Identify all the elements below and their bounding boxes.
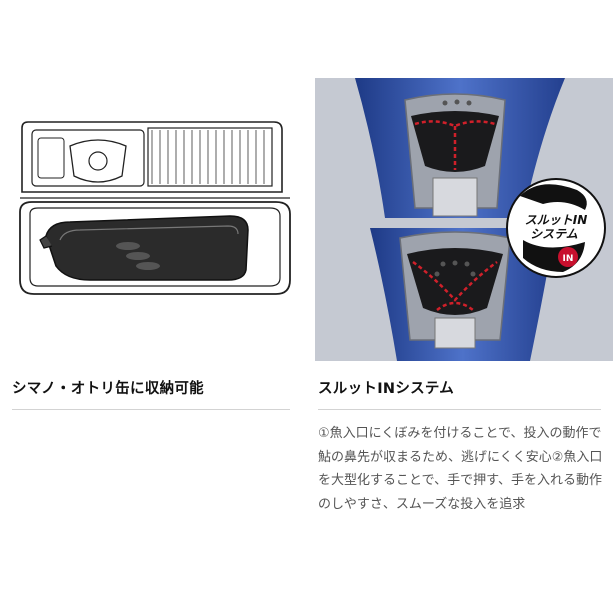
left-section-heading: シマノ・オトリ缶に収納可能 [12, 381, 204, 397]
right-section-description: ①魚入口にくぼみを付けることで、投入の動作で鮎の鼻先が収まるため、逃げにくく安心… [318, 426, 603, 512]
badge-line2: システム [530, 227, 578, 241]
badge-mark: IN [563, 254, 574, 264]
lid-grill [151, 130, 265, 184]
cooler-box-drawing [19, 121, 291, 295]
product-photo: IN スルットIN システム [315, 78, 613, 361]
right-divider [318, 409, 601, 410]
cooler-box-illustration [0, 80, 300, 310]
slut-in-badge: IN スルットIN システム [506, 178, 606, 278]
product-photo-drawing: IN スルットIN システム [315, 78, 613, 361]
lid-bottom-view [370, 228, 555, 361]
right-section-heading: スルットINシステム [318, 381, 455, 397]
otori-can [39, 215, 249, 281]
lid-top-view [355, 78, 565, 218]
badge-line1: スルットIN [525, 213, 588, 227]
left-divider [12, 409, 290, 410]
